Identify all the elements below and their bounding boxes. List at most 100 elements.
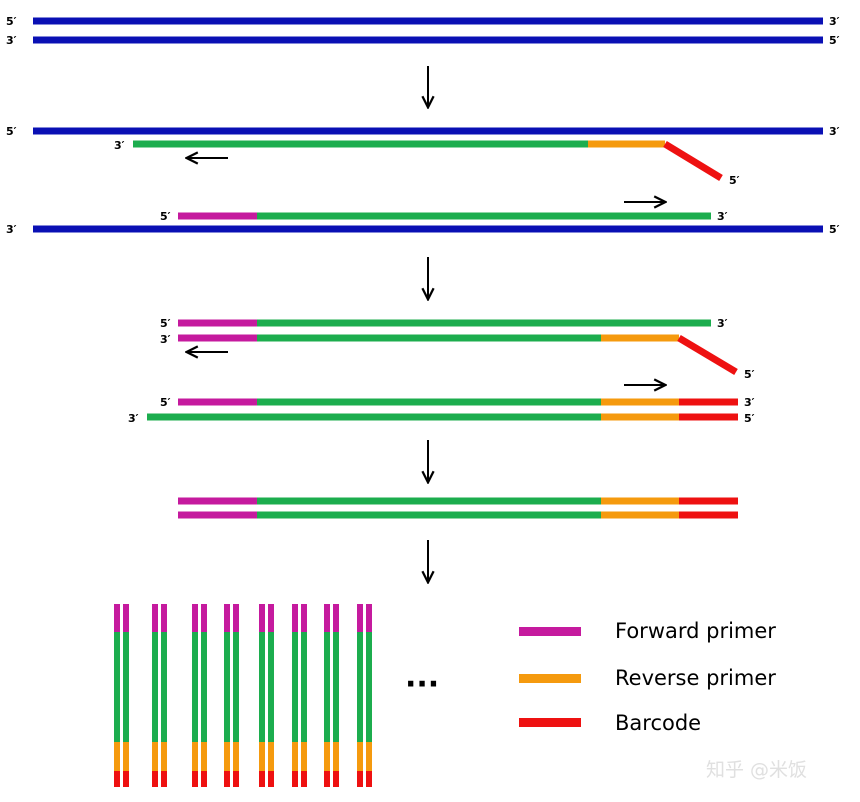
end-label: 3′ xyxy=(6,34,17,47)
barcode-segment xyxy=(233,771,239,787)
barcode-segment xyxy=(152,771,158,787)
amplicon xyxy=(224,604,239,787)
reverse-primer-segment xyxy=(233,742,239,771)
legend-swatch xyxy=(519,674,581,683)
legend: Forward primer Reverse primer Barcode xyxy=(519,619,776,735)
forward-primer-segment xyxy=(152,604,158,632)
end-label: 3′ xyxy=(717,317,728,330)
forward-primer-segment xyxy=(333,604,339,632)
reverse-primer-segment xyxy=(201,742,207,771)
reverse-primer-segment xyxy=(259,742,265,771)
forward-primer-segment xyxy=(324,604,330,632)
target-sequence xyxy=(301,632,307,742)
forward-primer-segment xyxy=(357,604,363,632)
amplicon xyxy=(259,604,274,787)
end-label: 5′ xyxy=(744,368,755,381)
barcode-segment xyxy=(114,771,120,787)
legend-item-barcode: Barcode xyxy=(519,711,701,735)
end-label: 5′ xyxy=(6,125,17,138)
legend-label: Forward primer xyxy=(615,619,776,643)
barcode-segment xyxy=(192,771,198,787)
end-label: 5′ xyxy=(160,210,171,223)
stage-template-dna: 5′ 3′ 3′ 5′ xyxy=(6,15,840,47)
target-sequence xyxy=(201,632,207,742)
reverse-primer-segment xyxy=(268,742,274,771)
stage-full-amplicon xyxy=(178,497,738,519)
barcode-segment xyxy=(161,771,167,787)
target-sequence xyxy=(324,632,330,742)
target-sequence xyxy=(152,632,158,742)
stage-primer-annealing: 5′ 3′ 3′ 5′ 5′ 3′ 3′ 5′ xyxy=(6,125,840,236)
watermark: 知乎 @米饭 xyxy=(706,759,807,781)
forward-primer-segment xyxy=(301,604,307,632)
amplicon xyxy=(114,604,129,787)
end-label: 3′ xyxy=(829,125,840,138)
end-label: 3′ xyxy=(744,396,755,409)
forward-primer-segment xyxy=(268,604,274,632)
reverse-primer-segment xyxy=(161,742,167,771)
barcode-segment xyxy=(123,771,129,787)
amplified-library xyxy=(114,604,372,787)
target-sequence xyxy=(259,632,265,742)
target-sequence xyxy=(161,632,167,742)
forward-primer-segment xyxy=(123,604,129,632)
legend-swatch xyxy=(519,627,581,636)
reverse-primer-segment xyxy=(224,742,230,771)
target-sequence xyxy=(292,632,298,742)
target-sequence xyxy=(224,632,230,742)
end-label: 3′ xyxy=(829,15,840,28)
reverse-primer-segment xyxy=(152,742,158,771)
reverse-primer-segment xyxy=(333,742,339,771)
end-label: 5′ xyxy=(729,174,740,187)
legend-item-forward-primer: Forward primer xyxy=(519,619,776,643)
target-sequence xyxy=(192,632,198,742)
barcode-tail xyxy=(663,141,723,181)
legend-label: Reverse primer xyxy=(615,666,776,690)
legend-item-reverse-primer: Reverse primer xyxy=(519,666,776,690)
barcode-segment xyxy=(324,771,330,787)
target-sequence xyxy=(233,632,239,742)
target-sequence xyxy=(366,632,372,742)
reverse-primer-segment xyxy=(292,742,298,771)
forward-primer-segment xyxy=(114,604,120,632)
forward-primer-segment xyxy=(224,604,230,632)
forward-primer-segment xyxy=(259,604,265,632)
reverse-primer-segment xyxy=(301,742,307,771)
reverse-primer-segment xyxy=(192,742,198,771)
reverse-primer-segment xyxy=(324,742,330,771)
end-label: 3′ xyxy=(114,139,125,152)
end-label: 5′ xyxy=(160,396,171,409)
barcode-segment xyxy=(201,771,207,787)
end-label: 5′ xyxy=(744,412,755,425)
amplicon xyxy=(324,604,339,787)
barcode-segment xyxy=(268,771,274,787)
target-sequence xyxy=(123,632,129,742)
amplicon xyxy=(152,604,167,787)
target-sequence xyxy=(114,632,120,742)
amplicon xyxy=(292,604,307,787)
amplicon xyxy=(192,604,207,787)
amplicon xyxy=(357,604,372,787)
legend-label: Barcode xyxy=(615,711,701,735)
end-label: 5′ xyxy=(829,34,840,47)
barcode-segment xyxy=(224,771,230,787)
barcode-tail xyxy=(677,334,738,376)
target-sequence xyxy=(357,632,363,742)
reverse-primer-segment xyxy=(366,742,372,771)
barcode-segment xyxy=(357,771,363,787)
forward-primer-segment xyxy=(192,604,198,632)
end-label: 3′ xyxy=(160,333,171,346)
barcode-segment xyxy=(333,771,339,787)
end-label: 5′ xyxy=(829,223,840,236)
forward-primer-segment xyxy=(292,604,298,632)
ellipsis: ··· xyxy=(405,667,439,702)
barcode-segment xyxy=(259,771,265,787)
forward-primer-segment xyxy=(201,604,207,632)
reverse-primer-segment xyxy=(123,742,129,771)
barcode-segment xyxy=(366,771,372,787)
forward-primer-segment xyxy=(366,604,372,632)
stage-second-cycle: 5′ 3′ 3′ 5′ 5′ 3′ 3′ 5′ xyxy=(128,317,755,425)
forward-primer-segment xyxy=(161,604,167,632)
target-sequence xyxy=(268,632,274,742)
